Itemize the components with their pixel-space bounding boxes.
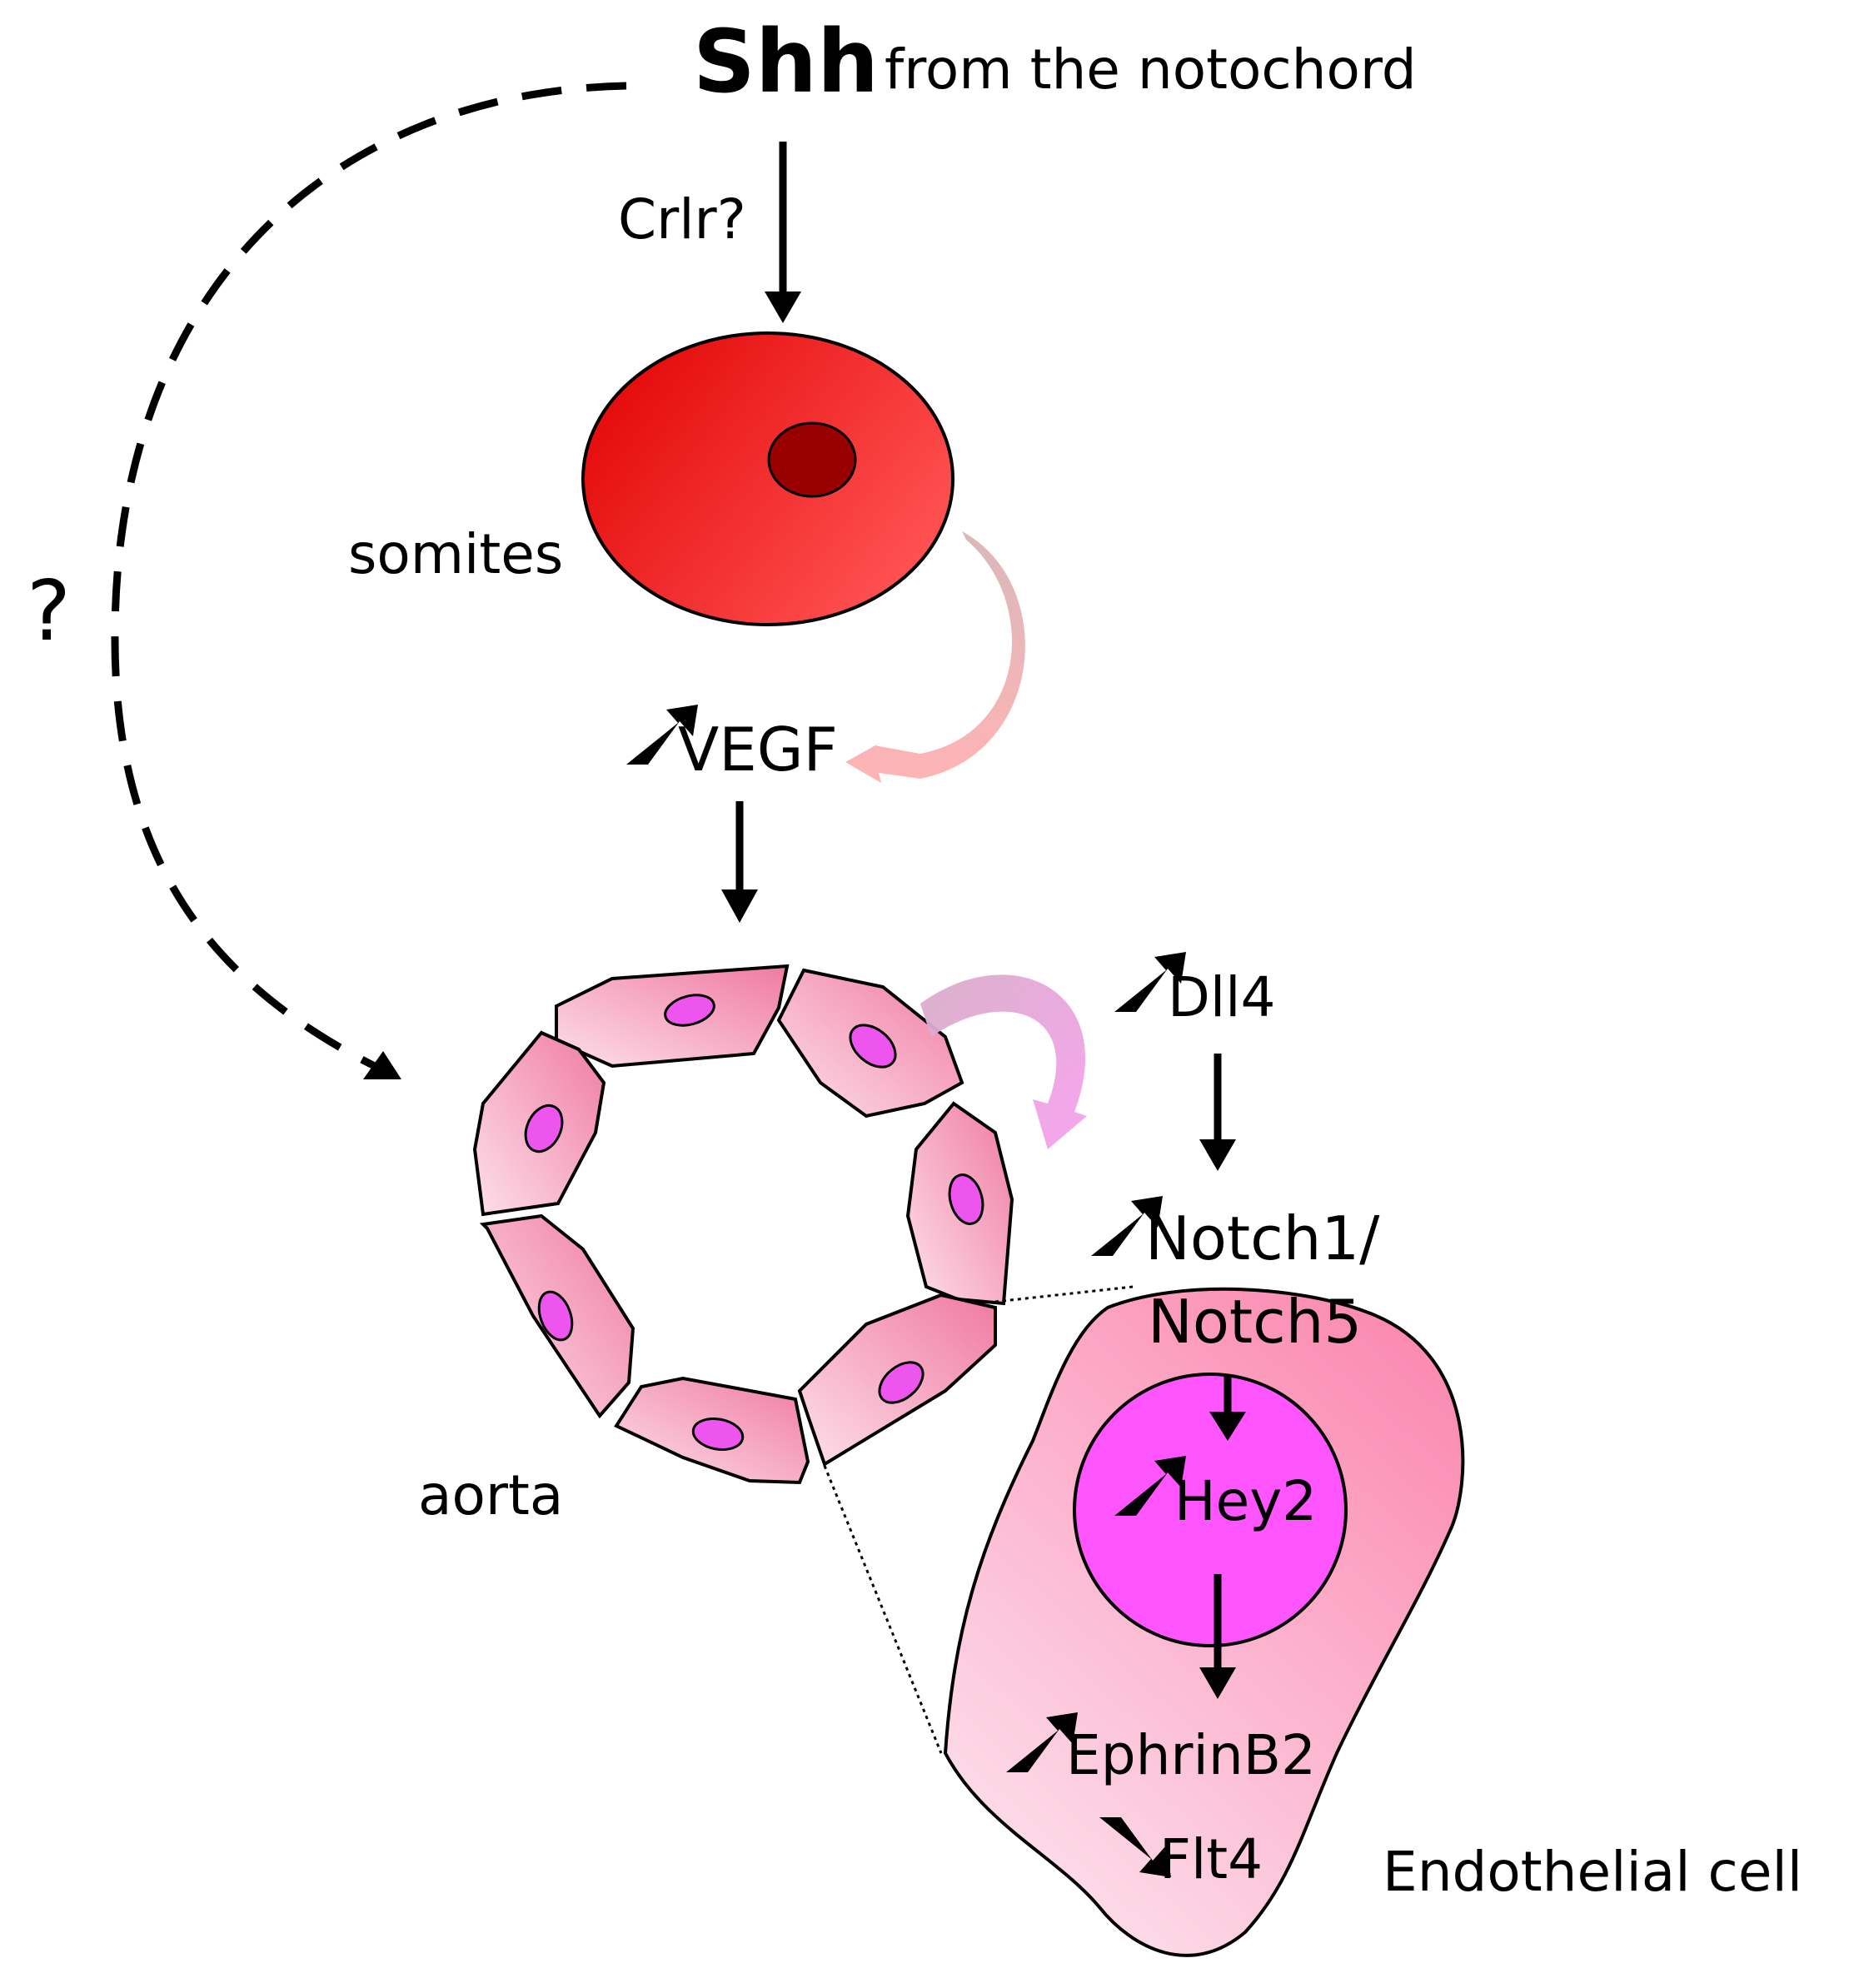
up-arrow-icon-vegf [626, 705, 698, 765]
endothelial-large-nucleus [1073, 1373, 1348, 1647]
arrow-head-shh [765, 291, 801, 323]
aorta-nuclei [524, 994, 984, 1451]
endothelial-cell-label: Endothelial cell [1383, 1840, 1802, 1904]
dll4-label: Dll4 [1168, 965, 1276, 1029]
up-arrow-icon-hey2 [1114, 1456, 1186, 1516]
somites-label: somites [348, 522, 563, 586]
flt4-label: Flt4 [1159, 1827, 1263, 1891]
crlr-label: Crlr? [618, 187, 746, 252]
somite-nucleus [767, 421, 857, 498]
nucleus-right [948, 1173, 984, 1225]
question-mark-label: ? [27, 562, 71, 660]
zoom-line-bottom [823, 1465, 943, 1754]
nucleus-top [664, 994, 715, 1027]
arrow-head-dll4 [1199, 1139, 1236, 1171]
nucleus-bottom-left [537, 1290, 574, 1342]
arrow-head-vegf [721, 889, 758, 923]
up-arrow-icon-ephrinb2 [1006, 1712, 1078, 1772]
arrow-head-notch [1209, 1412, 1246, 1441]
up-arrow-icon-dll4 [1114, 952, 1186, 1012]
nucleus-bottom [691, 1418, 745, 1451]
up-arrow-icon-notch [1091, 1196, 1163, 1256]
shh-label: Shh [693, 11, 879, 112]
somite-cell [581, 331, 954, 626]
nucleus-top-right [849, 1024, 897, 1069]
nucleus-bottom-right [878, 1361, 925, 1404]
ephrinb2-label: EphrinB2 [1066, 1723, 1316, 1787]
vegf-label: VEGF [678, 715, 838, 785]
down-arrow-icon-flt4 [1099, 1817, 1171, 1877]
arrow-head-hey2 [1199, 1667, 1236, 1699]
curved-arrow-somites-to-vegf [845, 531, 1025, 783]
dashed-arrow-head [363, 1051, 401, 1079]
zoom-line-top [994, 1285, 1134, 1303]
shh-source-label: from the notochord [885, 37, 1417, 102]
notch-label-line2: Notch5 [1148, 1287, 1362, 1357]
notch-label-line1: Notch1/ [1145, 1203, 1380, 1273]
aorta-ring [472, 964, 1014, 1485]
nucleus-left [524, 1104, 564, 1153]
hey2-label: Hey2 [1174, 1469, 1317, 1533]
curved-arrow-aorta-to-dll4 [920, 974, 1087, 1149]
aorta-label: aorta [418, 1463, 563, 1527]
dashed-regulation-arrow [111, 82, 627, 1079]
